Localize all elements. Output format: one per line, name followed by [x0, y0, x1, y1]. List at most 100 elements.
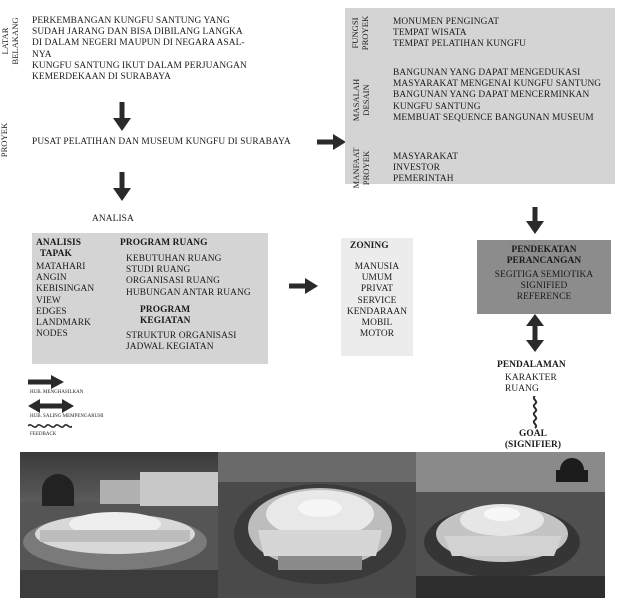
list-item: MATAHARI: [36, 262, 86, 272]
latar-belakang-text: PERKEMBANGAN KUNGFU SANTUNG YANG SUDAH J…: [32, 16, 247, 83]
label-line: PROYEK: [359, 15, 370, 51]
title-line: PENDEKATAN: [511, 245, 577, 255]
program-kegiatan-title: PROGRAM KEGIATAN: [140, 305, 190, 327]
legend-arrow-menghasilkan: [28, 375, 64, 389]
label-masalah-desain: MASALAH DESAIN: [351, 75, 372, 125]
list-item: JADWAL KEGIATAN: [126, 342, 214, 353]
building-render-angled-view: [416, 452, 605, 598]
list-item: TEMPAT PELATIHAN KUNGFU: [393, 39, 527, 50]
analisa-box: [32, 233, 268, 364]
title-line: ANALISIS: [36, 238, 82, 248]
double-arrow-vertical: [526, 314, 544, 352]
title-line: PROGRAM: [140, 305, 191, 315]
legend-label-mempengaruhi: HUB. SALING MEMPENGARUHI: [30, 414, 104, 419]
list-item: MEMBUAT SEQUENCE BANGUNAN MUSEUM: [393, 112, 594, 123]
label-line: DESAIN: [360, 84, 371, 116]
arrow-down-3: [526, 207, 544, 234]
label-latar-belakang: LATAR BELAKANG: [0, 17, 23, 65]
pendalaman-title: PENDALAMAN: [497, 360, 566, 371]
arrow-right-to-panel: [317, 134, 346, 150]
legend-wavy-feedback: [28, 424, 72, 428]
list-item: KENDARAAN: [346, 306, 408, 317]
legend-arrow-mempengaruhi: [28, 399, 74, 413]
text-line: KEMERDEKAAN DI SURABAYA: [32, 72, 171, 83]
building-render-aerial-view: [218, 452, 416, 598]
list-item: REFERENCE: [516, 292, 572, 303]
label-fungsi-proyek: FUNGSI PROYEK: [350, 13, 371, 53]
list-item: SEGITIGA SEMIOTIKA: [494, 270, 594, 280]
list-item: LANDMARK: [36, 318, 91, 329]
goal-label: GOAL (SIGNIFIER): [501, 429, 565, 451]
list-item: KARAKTER: [505, 373, 557, 383]
program-ruang-list: KEBUTUHAN RUANG STUDI RUANG ORGANISASI R…: [126, 254, 251, 299]
list-item: UMUM: [361, 273, 393, 284]
list-item: ANGIN: [36, 273, 67, 284]
list-item: KUNGFU SANTUNG: [393, 101, 481, 112]
text-line: NYA: [32, 49, 52, 60]
list-item: STUDI RUANG: [126, 265, 191, 276]
list-item: TEMPAT WISATA: [393, 28, 467, 39]
analisa-label: ANALISA: [92, 214, 134, 225]
list-item: MONUMEN PENGINGAT: [393, 17, 500, 27]
list-item: KEBUTUHAN RUANG: [126, 254, 222, 264]
list-item: PRIVAT: [360, 284, 394, 295]
legend-label-menghasilkan: HUB. MENGHASILKAN: [30, 390, 84, 395]
analisis-tapak-list: MATAHARI ANGIN KEBISINGAN VIEW EDGES LAN…: [36, 262, 94, 340]
arrow-right-to-zoning: [289, 278, 318, 294]
pendekatan-box: [477, 240, 611, 314]
right-panel-box: [345, 8, 615, 184]
arrow-down-1: [113, 102, 131, 131]
title-line: GOAL: [518, 429, 547, 439]
title-line: (SIGNIFIER): [504, 440, 562, 451]
label-line: PROYEK: [360, 150, 371, 186]
list-item: MASYARAKAT MENGENAI KUNGFU SANTUNG: [393, 79, 602, 90]
zoning-box: [341, 238, 413, 356]
feedback-line: [532, 396, 538, 429]
manfaat-list: MASYARAKAT INVESTOR PEMERINTAH: [393, 152, 458, 186]
list-item: MOTOR: [359, 329, 395, 340]
legend-label-feedback: FEEDBACK: [30, 432, 57, 437]
label-line: BELAKANG: [9, 17, 20, 65]
list-item: VIEW: [36, 295, 61, 306]
list-item: MOBIL: [361, 318, 393, 329]
list-item: RUANG: [505, 384, 539, 395]
list-item: STRUKTUR ORGANISASI: [126, 331, 237, 341]
label-line: PROYEK: [0, 122, 9, 158]
pendekatan-title: PENDEKATAN PERANCANGAN: [477, 245, 611, 267]
list-item: MANUSIA: [354, 262, 400, 272]
building-render-side-view: [20, 452, 218, 598]
list-item: ORGANISASI RUANG: [126, 276, 221, 287]
title-line: PERANCANGAN: [506, 256, 582, 267]
list-item: PEMERINTAH: [393, 174, 454, 185]
pendekatan-list: SEGITIGA SEMIOTIKA SIGNIFIED REFERENCE: [477, 270, 611, 304]
list-item: BANGUNAN YANG DAPAT MENCERMINKAN: [393, 90, 590, 101]
program-ruang-title: PROGRAM RUANG: [120, 238, 208, 249]
zoning-list: MANUSIA UMUM PRIVAT SERVICE KENDARAAN MO…: [342, 262, 412, 340]
list-item: SIGNIFIED: [520, 281, 568, 292]
title-line: ZONING: [350, 241, 389, 251]
text-line: PERKEMBANGAN KUNGFU SANTUNG YANG: [32, 16, 230, 26]
arrow-down-2: [113, 172, 131, 201]
title-line: PENDALAMAN: [497, 360, 566, 370]
title-line: KEGIATAN: [140, 316, 191, 327]
fungsi-list: MONUMEN PENGINGAT TEMPAT WISATA TEMPAT P…: [393, 17, 526, 51]
list-item: HUBUNGAN ANTAR RUANG: [126, 287, 251, 298]
program-kegiatan-list: STRUKTUR ORGANISASI JADWAL KEGIATAN: [126, 331, 237, 353]
list-item: MASYARAKAT: [393, 152, 459, 162]
label-manfaat-proyek: MANFAAT PROYEK: [351, 143, 372, 193]
list-item: KEBISINGAN: [36, 284, 95, 295]
masalah-list: BANGUNAN YANG DAPAT MENGEDUKASI MASYARAK…: [393, 68, 601, 124]
analisis-tapak-title: ANALISIS TAPAK: [36, 238, 81, 260]
list-item: BANGUNAN YANG DAPAT MENGEDUKASI: [393, 68, 581, 78]
list-item: SERVICE: [357, 295, 397, 306]
list-item: EDGES: [36, 306, 67, 317]
list-item: NODES: [36, 329, 68, 340]
text-line: KUNGFU SANTUNG IKUT DALAM PERJUANGAN: [32, 60, 247, 71]
proyek-text: PUSAT PELATIHAN DAN MUSEUM KUNGFU DI SUR…: [32, 137, 291, 148]
label-proyek: PROYEK: [0, 120, 12, 160]
title-line: PROGRAM RUANG: [120, 238, 208, 248]
text-line: DI DALAM NEGERI MAUPUN DI NEGARA ASAL-: [32, 38, 245, 49]
list-item: INVESTOR: [393, 163, 440, 174]
title-line: TAPAK: [40, 249, 72, 260]
text-line: PUSAT PELATIHAN DAN MUSEUM KUNGFU DI SUR…: [32, 137, 291, 147]
